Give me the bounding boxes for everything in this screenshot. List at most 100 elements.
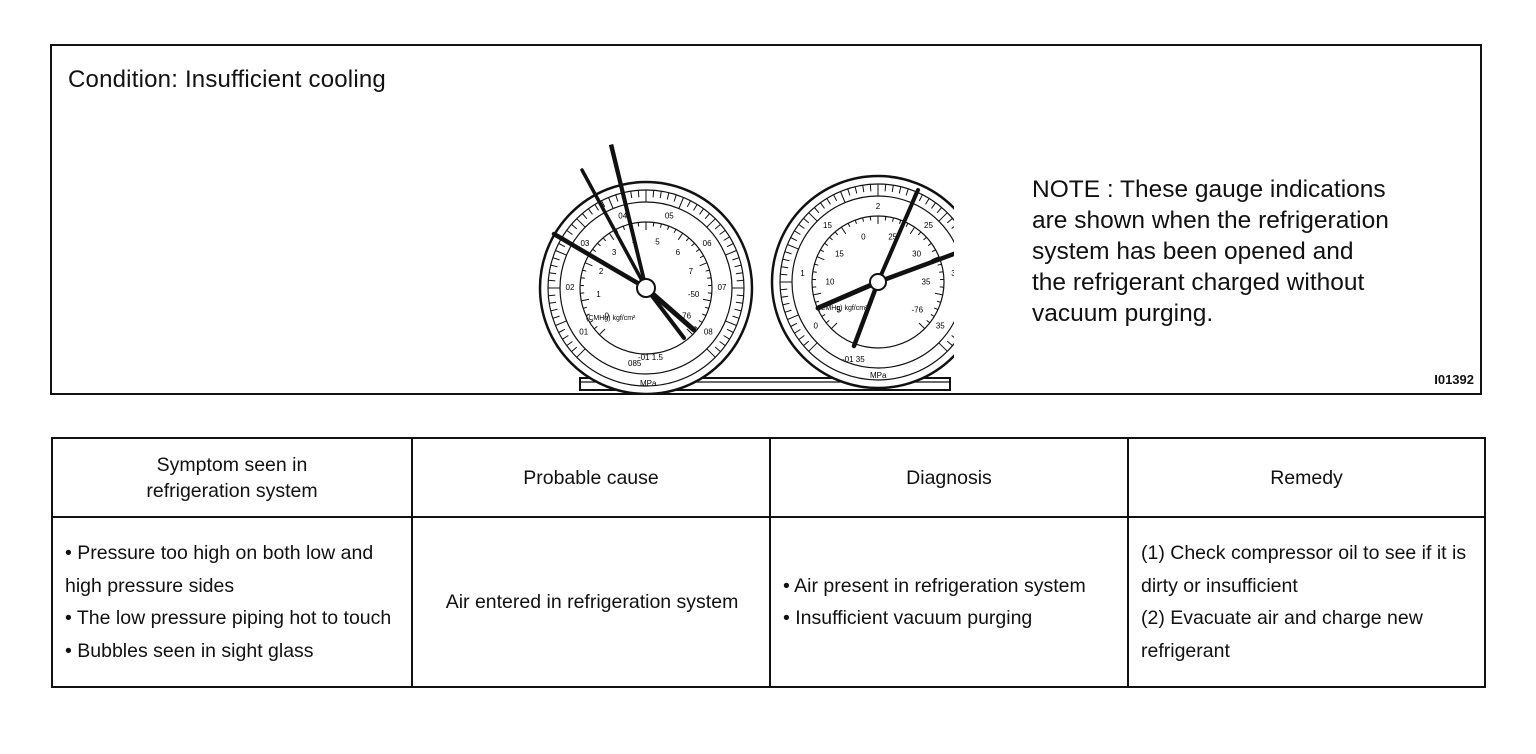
gauge-inner-label: 35 — [922, 277, 931, 286]
gauge-tick — [736, 279, 744, 282]
gauge-tick — [782, 258, 790, 262]
gauge-tick — [905, 188, 909, 196]
diagnosis-item: • Air present in refrigeration system — [783, 574, 1086, 597]
gauge-outer-label: 06 — [703, 239, 712, 248]
gauge-tick — [951, 226, 954, 229]
gauge-tick — [726, 243, 734, 248]
gauge-tick — [576, 348, 586, 358]
gauge-tick — [816, 256, 825, 261]
gauge-tick — [798, 223, 805, 229]
gauge-inner-label: 30 — [912, 250, 921, 259]
gauge-tick — [936, 300, 941, 303]
gauge-tick — [571, 224, 578, 230]
diagnosis-cell: • Air present in refrigeration system • … — [769, 516, 1129, 688]
gauge-tick — [930, 313, 935, 317]
gauge-tick — [787, 244, 799, 250]
diagnosis-table: Symptom seen in refrigeration system Pro… — [51, 437, 1486, 688]
gauge-tick — [582, 269, 587, 272]
gauge-tick — [548, 279, 556, 282]
gauge-tick — [917, 231, 922, 236]
gauge-tick — [808, 342, 818, 352]
gauge-tick — [847, 188, 851, 196]
high-gauge-needles — [815, 188, 954, 349]
gauge-tick — [615, 194, 619, 202]
gauge-tick — [892, 217, 894, 222]
gauge-tick — [667, 225, 670, 230]
gauge-tick — [732, 257, 740, 261]
gauge-tick — [601, 200, 606, 208]
gauge-tick — [931, 249, 936, 253]
gauge-tick — [787, 314, 799, 320]
gauge-tick — [699, 255, 704, 259]
gauge-tick — [630, 191, 633, 199]
gauge-tick — [622, 225, 625, 230]
high-gauge-mpa: MPa — [870, 371, 887, 380]
symptom-item: • Bubbles seen in sight glass — [65, 639, 314, 662]
gauge-tick — [580, 277, 585, 279]
gauge-outer-label: 02 — [566, 283, 575, 292]
gauge-tick — [723, 335, 730, 340]
gauge-tick — [884, 184, 887, 192]
gauge-tick — [582, 213, 588, 220]
gauge-tick — [814, 207, 820, 214]
gauge-tick — [699, 262, 708, 267]
gauge-tick — [854, 186, 858, 194]
gauge-tick — [550, 308, 558, 312]
gauge-tick — [918, 322, 926, 330]
gauge-tick — [637, 222, 640, 227]
gauge-outer-label: 2 — [876, 202, 881, 211]
gauge-tick — [826, 198, 831, 205]
gauge-tick — [660, 223, 662, 228]
gauge-tick — [694, 326, 699, 330]
gauge-tick — [686, 200, 691, 208]
gauge-tick — [734, 264, 742, 268]
gauge-tick — [637, 190, 640, 198]
gauge-tick — [704, 213, 710, 220]
gauge-tick — [705, 269, 710, 272]
gauge-tick — [830, 322, 838, 330]
gauge-tick — [583, 306, 588, 309]
gauge-tick — [719, 229, 726, 235]
gauge-tick — [726, 328, 734, 333]
gauge-tick — [819, 202, 825, 209]
gauge-tick — [555, 320, 567, 326]
gauge-tick — [550, 264, 558, 268]
gauge-tick — [707, 277, 712, 279]
low-gauge-unit: (CMHg) kgf/cm² — [586, 315, 636, 322]
gauge-tick — [592, 248, 597, 252]
gauge-tick — [934, 307, 939, 311]
gauge-tick — [951, 335, 954, 338]
gauge-tick — [946, 340, 953, 346]
gauge-tick — [820, 249, 825, 253]
gauge-inner-label: 15 — [835, 250, 844, 259]
header-diagnosis: Diagnosis — [769, 437, 1129, 518]
low-gauge-ticks: 010203040506070801234567-50-76 — [548, 190, 744, 358]
gauge-tick — [673, 194, 677, 202]
gauge-tick — [937, 263, 942, 266]
gauge-outer-label: 08 — [704, 328, 713, 337]
gauge-tick — [936, 207, 942, 214]
gauge-tick — [869, 216, 872, 221]
gauge-tick — [840, 226, 847, 235]
table-row: • Pressure too high on both low and high… — [51, 516, 1486, 688]
table-header-row: Symptom seen in refrigeration system Pro… — [51, 437, 1486, 518]
gauge-outer-label: 3 — [951, 269, 954, 278]
gauge-tick — [884, 216, 887, 221]
gauge-inner-label: 2 — [599, 267, 604, 276]
gauge-tick — [825, 320, 830, 324]
gauge-tick — [719, 341, 726, 347]
gauge-tick — [854, 219, 857, 224]
gauge-tick — [946, 218, 953, 224]
gauge-inner-label: 1 — [596, 290, 601, 299]
gauge-tick — [790, 237, 798, 242]
gauge-tick — [735, 272, 743, 275]
gauge-tick — [587, 208, 593, 215]
gauge-inner-label: 7 — [689, 267, 694, 276]
gauge-tick — [608, 232, 615, 241]
gauge-tick — [691, 242, 695, 247]
gauge-tick — [934, 292, 943, 296]
gauge-tick — [824, 242, 829, 246]
gauge-tick — [552, 257, 560, 261]
gauge-tick — [808, 212, 818, 222]
